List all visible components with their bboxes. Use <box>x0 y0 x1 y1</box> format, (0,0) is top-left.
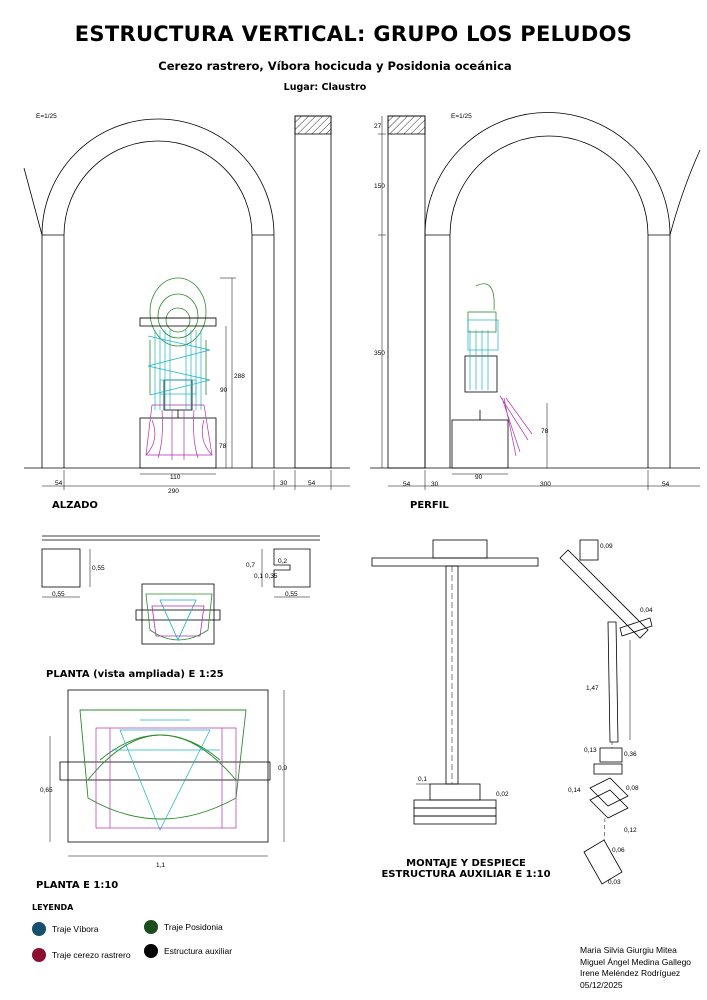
place-label: Lugar: Claustro <box>283 82 367 93</box>
dim-alzado-288: 288 <box>234 373 245 380</box>
planta-drawing <box>49 689 285 857</box>
dim-perfil-90: 90 <box>475 474 483 481</box>
legend-label-vibora: Traje Víbora <box>52 924 99 934</box>
dim-perfil-27: 27 <box>374 123 382 130</box>
dim-planta-ampl-055b: 0,55 <box>92 565 105 572</box>
dim-montaje-014: 0,14 <box>568 787 581 794</box>
legend-dot-posidonia <box>144 920 158 934</box>
dim-montaje-013: 0,13 <box>584 747 597 754</box>
dim-alzado-54b: 54 <box>308 480 316 487</box>
dim-perfil-300: 300 <box>540 481 551 488</box>
dim-alzado-290: 290 <box>168 488 179 495</box>
dim-montaje-01: 0,1 <box>418 776 427 783</box>
arch-inner <box>63 140 253 236</box>
dim-perfil-350: 350 <box>374 350 385 357</box>
dim-planta-ampl-055c: 0,55 <box>285 591 298 598</box>
dim-planta-ampl-055a: 0,55 <box>52 591 65 598</box>
dim-montaje-004: 0,04 <box>640 607 653 614</box>
dim-planta-11: 1,1 <box>156 862 165 869</box>
base-notched <box>273 548 311 588</box>
legend-dot-cerezo <box>32 948 46 962</box>
left-arch-fragment <box>23 167 43 236</box>
dim-planta-09: 0,9 <box>278 765 287 772</box>
dim-perfil-30: 30 <box>431 481 439 488</box>
dim-alzado-78: 78 <box>219 443 227 450</box>
montaje-drawing <box>371 539 653 885</box>
legend-item-cerezo: Traje cerezo rastrero <box>32 948 131 962</box>
dim-montaje-008: 0,08 <box>626 785 639 792</box>
legend-dot-estructura <box>144 944 158 958</box>
dim-planta-ampl-035: 0,1 0,35 <box>254 573 278 580</box>
page-title: ESTRUCTURA VERTICAL: GRUPO LOS PELUDOS <box>74 22 633 46</box>
legend-item-vibora: Traje Víbora <box>32 922 98 936</box>
alzado-drawing <box>23 115 350 490</box>
planta-ampliada-drawing <box>41 535 320 645</box>
dim-montaje-003: 0,03 <box>608 879 621 886</box>
alzado-label: ALZADO <box>52 500 98 511</box>
montaje-label-line2: ESTRUCTURA AUXILIAR E 1:10 <box>381 869 551 880</box>
author-1: Maria Silvia Giurgiu Mitea <box>580 945 677 955</box>
dim-montaje-002: 0,02 <box>496 791 509 798</box>
montaje-label: MONTAJE Y DESPIECE ESTRUCTURA AUXILIAR E… <box>350 858 582 880</box>
alzado-scale: E=1/25 <box>36 113 57 120</box>
page-subtitle: Cerezo rastrero, Víbora hocicuda y Posid… <box>158 59 512 73</box>
arch-outer <box>41 118 275 236</box>
dim-perfil-78: 78 <box>541 428 549 435</box>
perfil-arch-outer <box>424 112 671 236</box>
dim-montaje-006: 0,06 <box>612 847 625 854</box>
perfil-drawing <box>370 112 701 490</box>
dim-alzado-30: 30 <box>280 480 288 487</box>
dim-planta-065: 0,65 <box>40 787 53 794</box>
dim-montaje-147: 1,47 <box>586 685 599 692</box>
author-3: Irene Meléndez Rodríguez <box>580 968 681 978</box>
legend-title: LEYENDA <box>32 903 74 912</box>
planta-label: PLANTA E 1:10 <box>36 880 119 891</box>
legend-label-posidonia: Traje Posidonia <box>164 922 223 932</box>
planta-ampliada-label: PLANTA (vista ampliada) E 1:25 <box>46 669 224 680</box>
dim-montaje-009: 0,09 <box>600 543 613 550</box>
author-2: Miguel Ángel Medina Gallego <box>580 956 692 967</box>
dim-perfil-54a: 54 <box>403 481 411 488</box>
dim-alzado-110: 110 <box>170 474 181 481</box>
dim-montaje-012: 0,12 <box>624 827 637 834</box>
date: 05/12/2025 <box>580 979 623 990</box>
base-square <box>41 548 81 588</box>
dim-perfil-150: 150 <box>374 183 385 190</box>
montaje-label-line1: MONTAJE Y DESPIECE <box>406 858 526 869</box>
dim-planta-ampl-02: 0,2 <box>278 558 287 565</box>
legend-item-estructura: Estructura auxiliar <box>144 944 232 958</box>
dim-planta-ampl-07: 0,7 <box>246 562 255 569</box>
legend-item-posidonia: Traje Posidonia <box>144 920 223 934</box>
authors-block: Maria Silvia Giurgiu Mitea Miguel Ángel … <box>580 945 691 991</box>
legend-dot-vibora <box>32 922 46 936</box>
dim-perfil-54b: 54 <box>662 481 670 488</box>
perfil-label: PERFIL <box>410 500 449 511</box>
legend-label-estructura: Estructura auxiliar <box>164 946 233 956</box>
dim-montaje-036: 0,36 <box>624 751 637 758</box>
perfil-scale: E=1/25 <box>451 113 472 120</box>
dim-alzado-90: 90 <box>220 387 228 394</box>
dim-alzado-54a: 54 <box>55 480 63 487</box>
legend-label-cerezo: Traje cerezo rastrero <box>52 950 131 960</box>
